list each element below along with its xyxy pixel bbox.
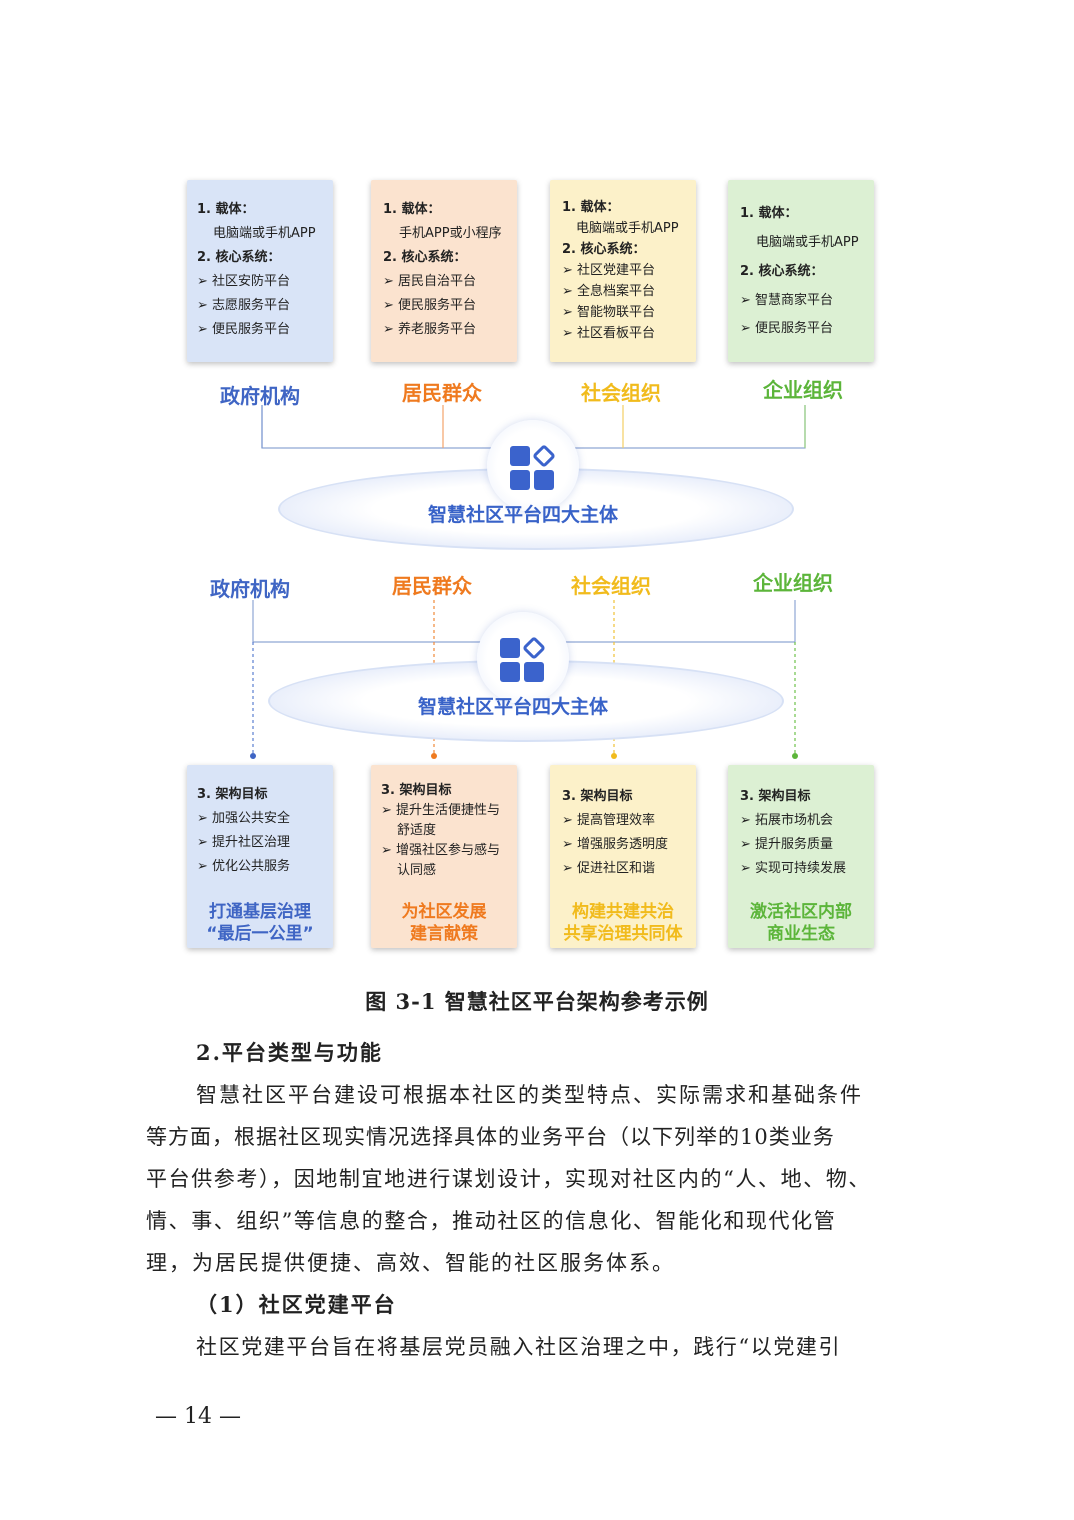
card-line: ➢ 社区看板平台	[562, 326, 656, 341]
card-line: ➢ 便民服务平台	[197, 322, 291, 337]
entity-label-social-org: 社会组织	[581, 381, 661, 405]
top-card-enterprise: 1. 载体： 电脑端或手机APP 2. 核心系统： ➢ 智慧商家平台 ➢ 便民服…	[728, 180, 874, 362]
card-line: ➢ 拓展市场机会	[740, 813, 834, 828]
card-line: 2. 核心系统：	[740, 264, 824, 279]
bottom-card-title: 构建共建共治 共享治理共同体	[563, 902, 683, 944]
card-line: ➢ 社区安防平台	[197, 274, 291, 289]
entity-label-residents: 居民群众	[402, 381, 482, 405]
card-line: 2. 核心系统：	[562, 242, 646, 257]
bottom-card-social-org: 3. 架构目标 ➢ 提高管理效率 ➢ 增强服务透明度 ➢ 促进社区和谐 构建共建…	[550, 765, 696, 948]
hub-grid-icon	[510, 445, 555, 490]
bottom-card-residents: 3. 架构目标 ➢ 提升生活便捷性与 舒适度 ➢ 增强社区参与感与 认同感 为社…	[371, 765, 517, 948]
card-line: ➢ 全息档案平台	[562, 284, 656, 299]
card-line: ➢ 提升社区治理	[197, 835, 291, 850]
card-line: ➢ 智能物联平台	[562, 305, 656, 320]
card-line: 舒适度	[397, 823, 437, 838]
hub-circle	[487, 420, 579, 512]
paragraph-line: 等方面，根据社区现实情况选择具体的业务平台（以下列举的10类业务	[146, 1125, 835, 1149]
card-line: 1. 载体：	[383, 202, 441, 217]
entity-label-government: 政府机构	[210, 577, 290, 601]
card-line: 2. 核心系统：	[383, 250, 467, 265]
card-line: 1. 载体：	[740, 206, 798, 221]
paragraph-line: 平台供参考），因地制宜地进行谋划设计，实现对社区内的“人、地、物、	[146, 1167, 872, 1191]
hub-circle	[477, 612, 569, 704]
entity-label-residents: 居民群众	[392, 574, 472, 598]
entity-label-enterprise: 企业组织	[763, 378, 843, 402]
card-line: 电脑端或手机APP	[213, 226, 316, 241]
card-line: 认同感	[397, 863, 437, 878]
card-line: 3. 架构目标	[197, 787, 268, 802]
entity-label-social-org: 社会组织	[571, 574, 651, 598]
paragraph-line: 理，为居民提供便捷、高效、智能的社区服务体系。	[146, 1251, 675, 1275]
bottom-card-title: 激活社区内部 商业生态	[750, 902, 852, 944]
hub-title: 智慧社区平台四大主体	[418, 696, 609, 718]
paragraph-line: 智慧社区平台建设可根据本社区的类型特点、实际需求和基础条件	[196, 1083, 863, 1107]
card-line: ➢ 志愿服务平台	[197, 298, 291, 313]
card-line: 3. 架构目标	[740, 789, 811, 804]
bottom-card-government: 3. 架构目标 ➢ 加强公共安全 ➢ 提升社区治理 ➢ 优化公共服务 打通基层治…	[187, 765, 333, 948]
sub-heading: （1）社区党建平台	[196, 1292, 397, 1317]
card-line: 1. 载体：	[197, 202, 255, 217]
card-line: ➢ 提升生活便捷性与	[381, 803, 501, 818]
paragraph-line: 情、事、组织”等信息的整合，推动社区的信息化、智能化和现代化管	[146, 1209, 837, 1233]
card-line: ➢ 增强服务透明度	[562, 837, 669, 852]
card-line: ➢ 养老服务平台	[383, 322, 477, 337]
bottom-card-enterprise: 3. 架构目标 ➢ 拓展市场机会 ➢ 提升服务质量 ➢ 实现可持续发展 激活社区…	[728, 765, 874, 948]
bottom-card-title: 打通基层治理 “最后一公里”	[206, 902, 314, 944]
bottom-card-title: 为社区发展 建言献策	[401, 902, 487, 944]
card-line: ➢ 实现可持续发展	[740, 861, 847, 876]
hub-grid-icon	[500, 637, 545, 682]
top-card-government: 1. 载体： 电脑端或手机APP 2. 核心系统： ➢ 社区安防平台 ➢ 志愿服…	[187, 180, 333, 362]
card-line: ➢ 社区党建平台	[562, 263, 656, 278]
card-line: ➢ 提高管理效率	[562, 813, 656, 828]
card-line: ➢ 便民服务平台	[383, 298, 477, 313]
top-card-social-org: 1. 载体： 电脑端或手机APP 2. 核心系统： ➢ 社区党建平台 ➢ 全息档…	[550, 180, 696, 362]
card-line: ➢ 加强公共安全	[197, 811, 291, 826]
entity-label-enterprise: 企业组织	[753, 571, 833, 595]
card-line: 电脑端或手机APP	[576, 221, 679, 236]
card-line: ➢ 促进社区和谐	[562, 861, 656, 876]
entity-label-government: 政府机构	[220, 384, 300, 408]
card-line: ➢ 智慧商家平台	[740, 293, 834, 308]
card-line: ➢ 增强社区参与感与	[381, 843, 501, 858]
card-line: 手机APP或小程序	[399, 226, 502, 241]
top-card-residents: 1. 载体： 手机APP或小程序 2. 核心系统： ➢ 居民自治平台 ➢ 便民服…	[371, 180, 517, 362]
card-line: 3. 架构目标	[381, 783, 452, 798]
card-line: 2. 核心系统：	[197, 250, 281, 265]
card-line: 电脑端或手机APP	[756, 235, 859, 250]
card-line: ➢ 优化公共服务	[197, 859, 291, 874]
section-heading: 2.平台类型与功能	[196, 1040, 383, 1065]
card-line: ➢ 便民服务平台	[740, 321, 834, 336]
figure-caption: 图 3-1 智慧社区平台架构参考示例	[365, 989, 709, 1014]
card-line: 3. 架构目标	[562, 789, 633, 804]
card-line: ➢ 提升服务质量	[740, 837, 834, 852]
page-number: — 14 —	[155, 1404, 241, 1429]
card-line: 1. 载体：	[562, 200, 620, 215]
paragraph-line: 社区党建平台旨在将基层党员融入社区治理之中，践行“以党建引	[196, 1335, 842, 1359]
hub-title: 智慧社区平台四大主体	[428, 504, 619, 526]
card-line: ➢ 居民自治平台	[383, 274, 477, 289]
